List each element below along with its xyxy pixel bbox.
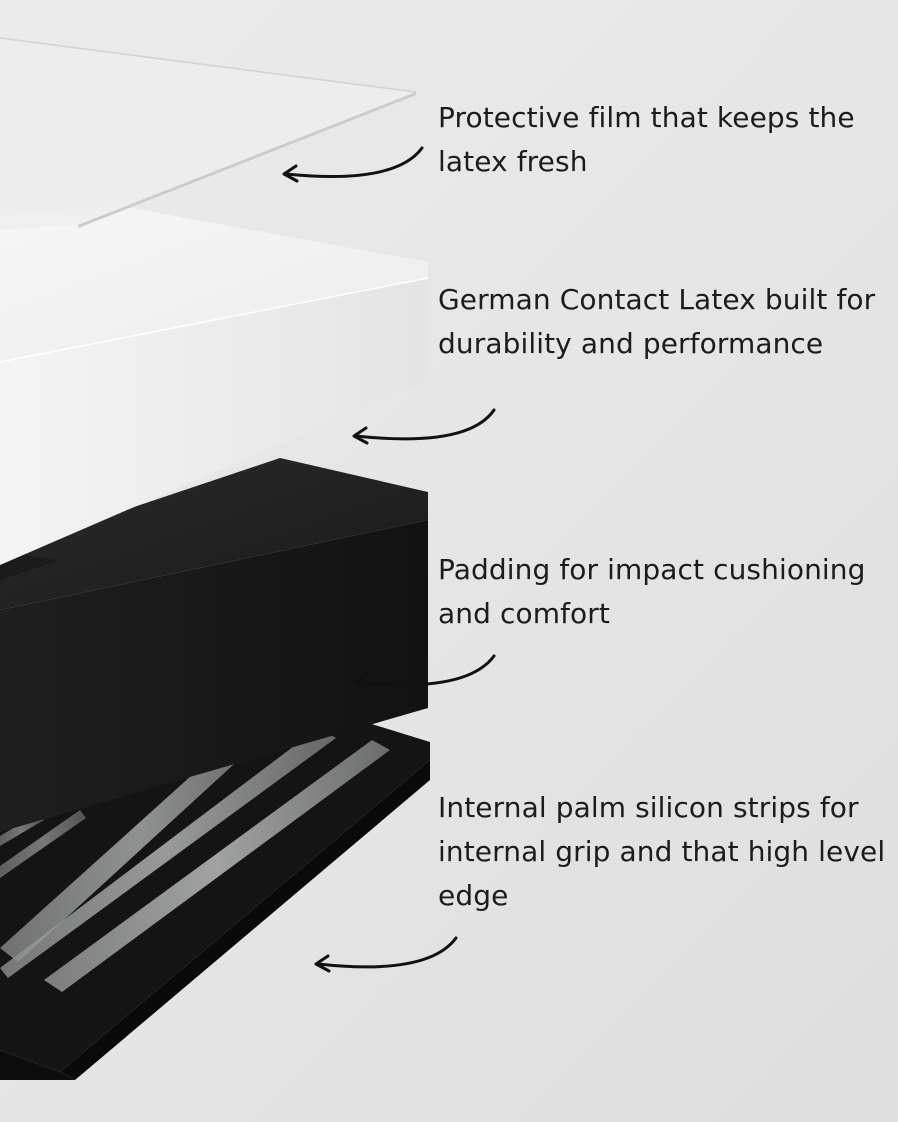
callout-protective-film: Protective film that keeps the latex fre… [438,101,855,178]
curved-arrow-icon [282,146,424,183]
silicon-strips [0,712,390,992]
protective-film-layer [0,37,417,230]
callout-contact-latex: German Contact Latex built for durabilit… [438,283,876,360]
curved-arrow-icon [352,654,496,691]
callout-padding: Padding for impact cushioning and comfor… [438,553,866,630]
latex-layer [0,206,429,565]
curved-arrow-icon [352,408,496,445]
curved-arrow-icon [314,936,458,973]
callout-silicon-strips: Internal palm silicon strips for interna… [438,791,886,912]
padding-layer [0,458,428,832]
